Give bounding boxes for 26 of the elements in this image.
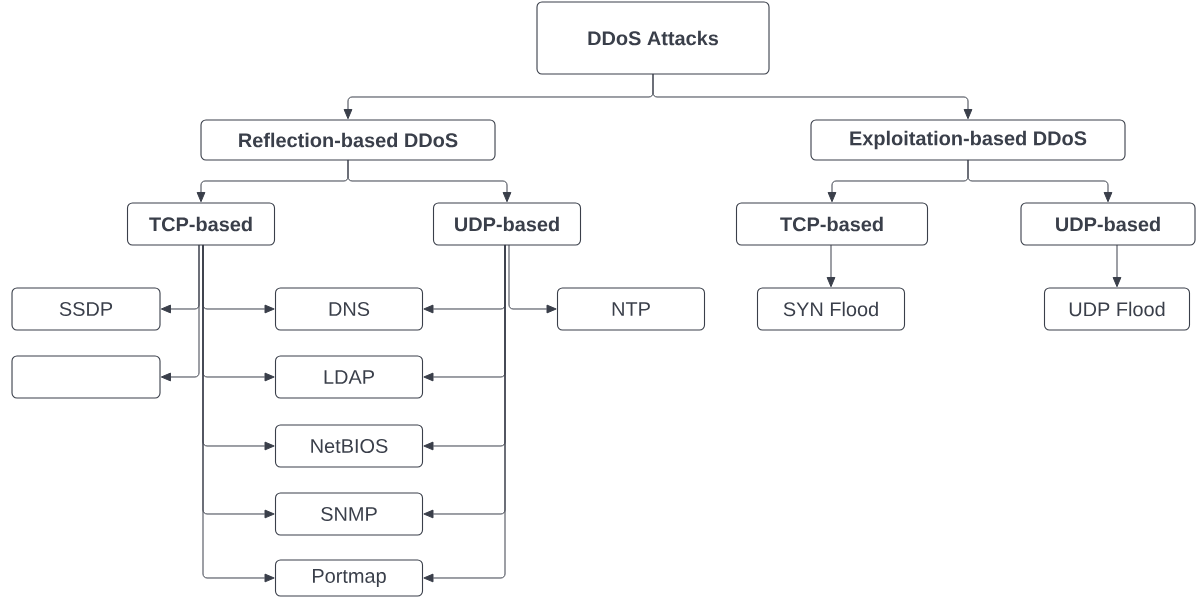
category-box: Reflection-based DDoS — [200, 119, 496, 161]
attack-box: DNS — [274, 287, 424, 331]
attack-box: NTP — [556, 287, 706, 331]
category-box: UDP-based — [432, 202, 582, 246]
arrow — [347, 159, 512, 203]
attack-box: SSDP — [11, 287, 161, 331]
arrow — [423, 244, 506, 583]
arrow — [160, 244, 200, 382]
attack-box: NetBIOS — [274, 424, 424, 468]
attack-box: SYN Flood — [756, 287, 906, 331]
arrow — [967, 159, 1113, 203]
arrow — [1112, 244, 1122, 288]
category-box: DDoS Attacks — [536, 1, 770, 75]
attack-box: UDP Flood — [1043, 287, 1191, 331]
attack-box — [11, 355, 161, 399]
attack-box: SNMP — [274, 492, 424, 536]
arrow — [202, 244, 275, 583]
category-box: UDP-based — [1020, 202, 1196, 246]
category-box: TCP-based — [735, 202, 929, 246]
attack-box: LDAP — [274, 355, 424, 399]
arrow — [652, 73, 973, 120]
category-box: Exploitation-based DDoS — [810, 119, 1126, 161]
arrow — [508, 244, 557, 314]
category-box: TCP-based — [126, 202, 276, 246]
arrow — [826, 244, 836, 288]
attack-box: Portmap — [274, 559, 424, 597]
